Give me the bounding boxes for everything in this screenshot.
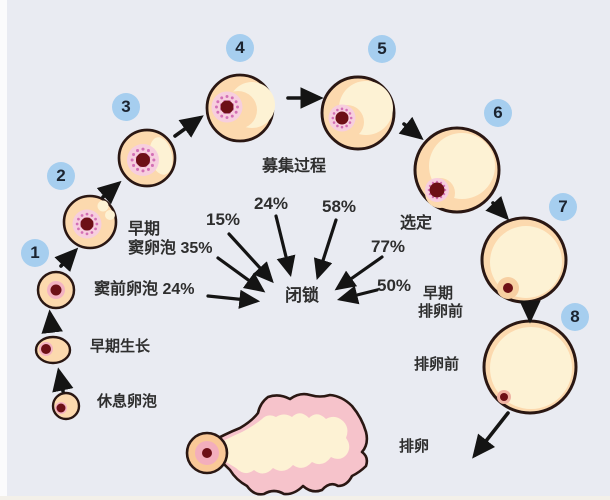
label-early-preovulatory: 早期 排卵前 xyxy=(418,285,463,320)
left-edge-strip xyxy=(0,0,7,500)
ovulating-follicle-corpus xyxy=(185,392,369,496)
follicle-stage-8 xyxy=(482,319,578,415)
percent-58: 58% xyxy=(322,197,357,216)
flow-arrows xyxy=(41,87,541,459)
follicle-stage-resting xyxy=(51,391,81,421)
label-resting-follicle: 休息卵泡 xyxy=(97,393,158,410)
follicle-stage-5 xyxy=(320,75,396,151)
label-ovulation: 排卵 xyxy=(399,438,430,455)
stage-badge-4: 4 xyxy=(226,34,254,62)
label-recruitment: 募集过程 xyxy=(262,158,327,175)
follicle-stage-2 xyxy=(62,194,118,250)
label-selection: 选定 xyxy=(400,215,433,232)
follicle-stage-7 xyxy=(480,216,568,304)
stage-badge-6: 6 xyxy=(484,99,512,127)
follicle-stage-1 xyxy=(36,270,76,310)
follicle-stage-3 xyxy=(117,128,177,188)
follicle-stage-6 xyxy=(413,126,501,214)
percent-15: 15% xyxy=(206,210,241,229)
bottom-edge-strip xyxy=(0,496,610,500)
stage-badge-8: 8 xyxy=(561,303,589,331)
follicle-stage-early-growth xyxy=(34,335,72,365)
stage-badge-1: 1 xyxy=(21,239,49,267)
label-early-antral-follicle: 早期 窦卵泡 35% xyxy=(128,221,212,259)
stage-badge-5: 5 xyxy=(368,35,396,63)
percent-24: 24% xyxy=(254,194,289,213)
stage-badge-7: 7 xyxy=(549,193,577,221)
label-atresia: 闭锁 xyxy=(285,286,319,305)
label-early-antral-line2: 窦卵泡 35% xyxy=(128,239,213,257)
stage-badge-3: 3 xyxy=(112,93,140,121)
label-early-preovulatory-line1: 早期 xyxy=(423,285,454,302)
label-early-preovulatory-line2: 排卵前 xyxy=(418,302,464,320)
label-early-growth: 早期生长 xyxy=(90,338,151,355)
label-preantral-follicle: 窦前卵泡 24% xyxy=(94,281,195,298)
percent-50: 50% xyxy=(377,276,412,295)
atresia-arrows xyxy=(206,214,384,309)
percent-77: 77% xyxy=(371,237,406,256)
label-preovulatory: 排卵前 xyxy=(414,356,460,373)
follicle-stage-4 xyxy=(205,73,275,143)
stage-badge-2: 2 xyxy=(47,162,75,190)
label-early-antral-line1: 早期 xyxy=(128,221,161,238)
